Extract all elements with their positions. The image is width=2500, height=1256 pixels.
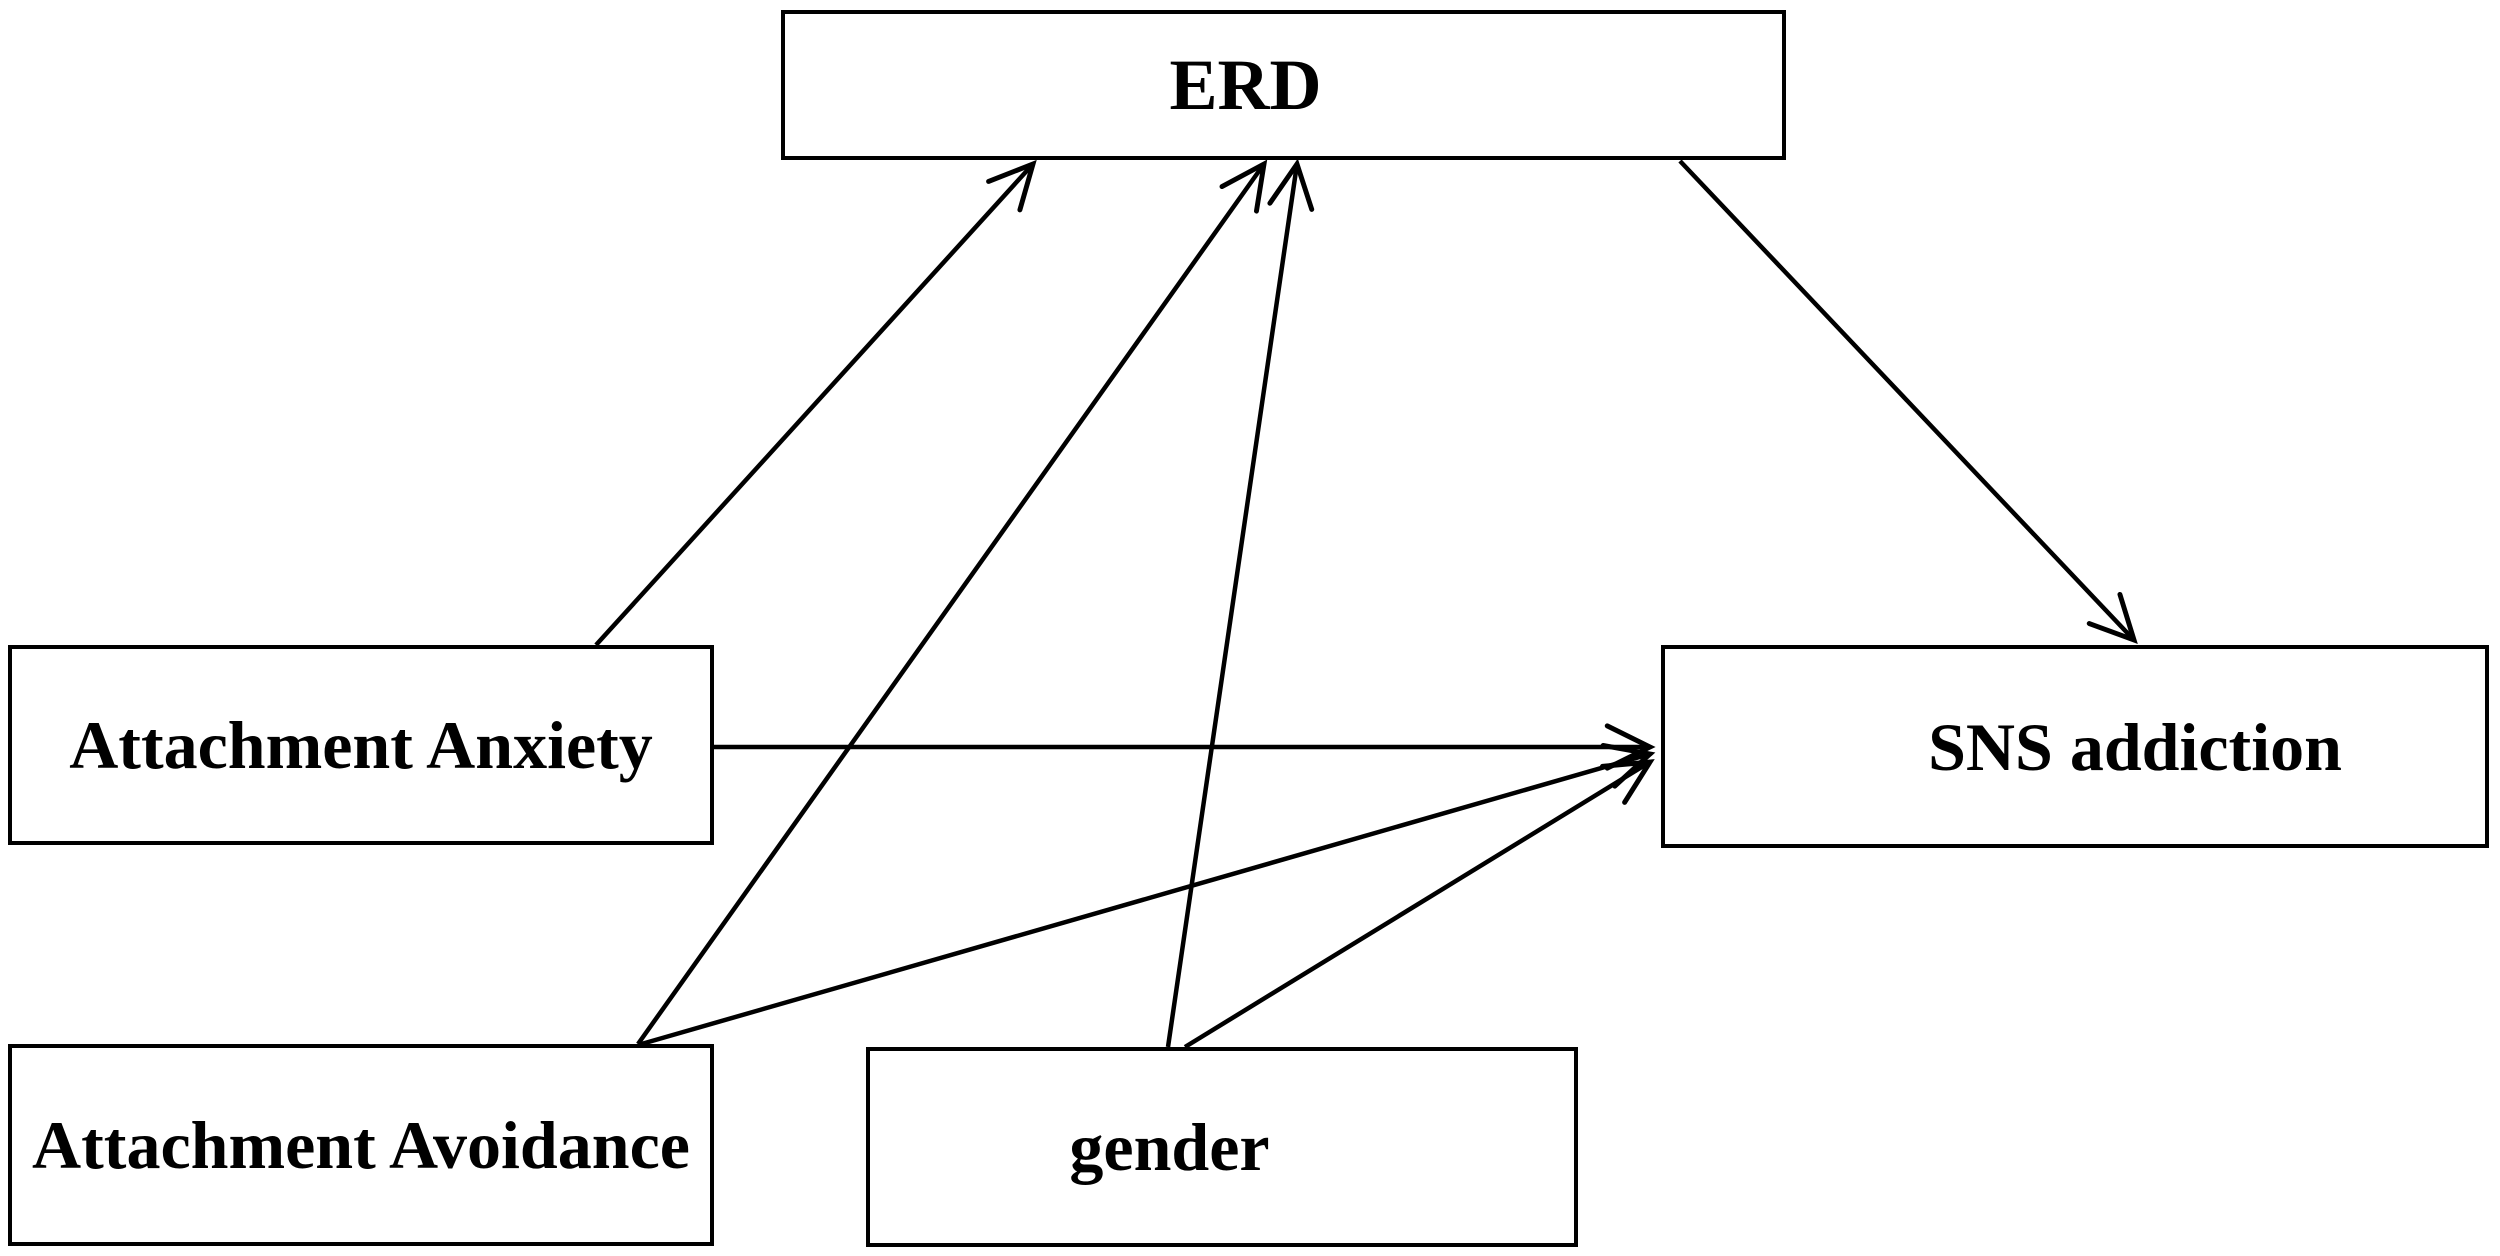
node-sns-addiction: SNS addiction	[1661, 645, 2489, 848]
edge-attachment-avoidance-to-sns-addiction	[637, 743, 1656, 1048]
node-gender: gender	[866, 1047, 1578, 1247]
node-gender-label: gender	[1069, 1109, 1270, 1185]
node-attachment-avoidance-label: Attachment Avoidance	[32, 1107, 690, 1183]
node-attachment-avoidance: Attachment Avoidance	[8, 1044, 714, 1246]
edge-attachment-avoidance-to-erd	[636, 159, 1268, 1046]
node-attachment-anxiety: Attachment Anxiety	[8, 645, 714, 845]
node-sns-addiction-label: SNS addiction	[1928, 708, 2342, 785]
edge-attachment-anxiety-to-erd	[594, 159, 1037, 647]
edge-gender-to-erd	[1165, 158, 1315, 1048]
node-erd: ERD	[781, 10, 1786, 160]
node-erd-label: ERD	[1169, 45, 1322, 125]
node-attachment-anxiety-label: Attachment Anxiety	[69, 707, 653, 783]
edge-erd-to-sns-addiction	[1678, 159, 2138, 645]
edge-gender-to-sns-addiction	[1183, 759, 1655, 1049]
